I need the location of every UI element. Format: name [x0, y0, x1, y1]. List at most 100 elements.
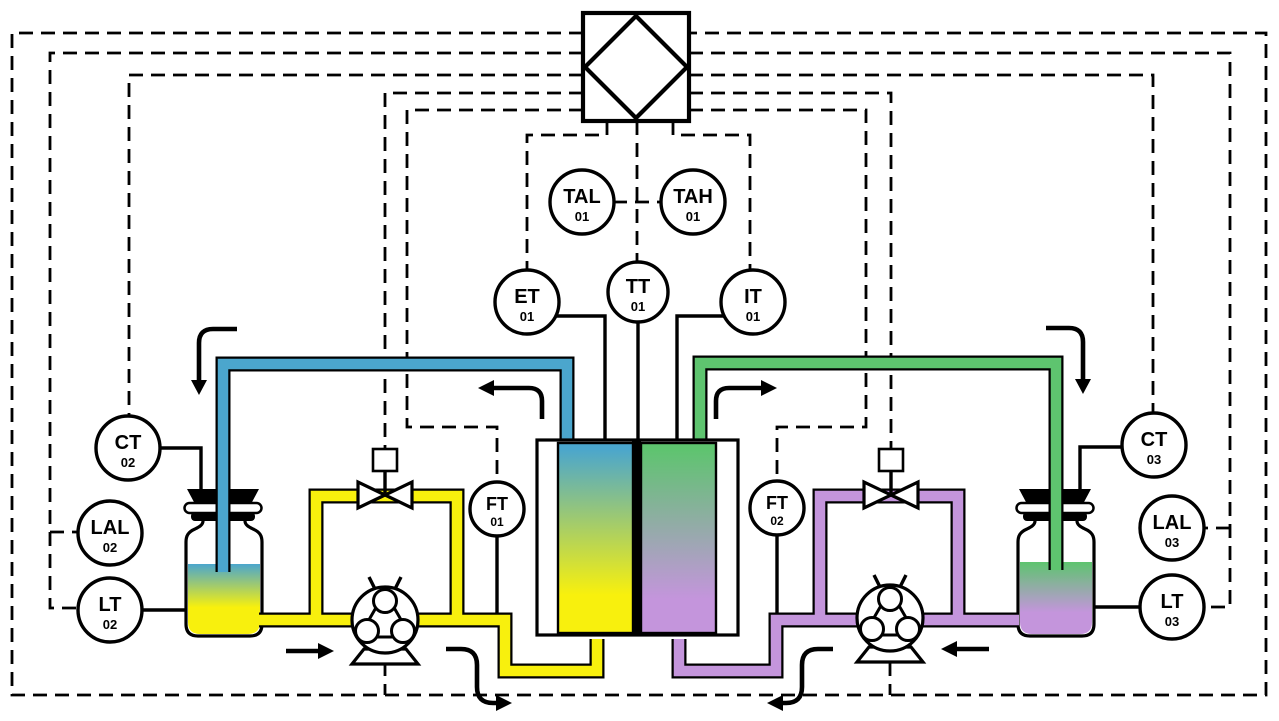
pump-left-rotor	[357, 590, 413, 639]
flow-arrow-bottomright-head	[767, 695, 783, 711]
instrument-num: 03	[1147, 452, 1161, 467]
cell-catholyte-compartment	[639, 441, 718, 635]
valve-left-actuator	[371, 447, 399, 473]
instrument-tag: LAL	[1153, 512, 1192, 534]
plc-controller	[580, 10, 692, 124]
instrument-tal-01: TAL 01	[548, 168, 616, 236]
instrument-ct-02: CT 02	[94, 414, 162, 482]
instrument-circle	[606, 260, 670, 324]
instrument-num: 01	[520, 309, 534, 324]
instrument-circle	[493, 268, 561, 336]
instrument-tag: ET	[514, 286, 540, 308]
pipe-green-return	[694, 357, 1062, 570]
valve-left-body2	[381, 479, 414, 511]
electrochemical-cell	[535, 438, 740, 637]
tank-right-liquid	[1020, 562, 1092, 634]
instrument-num: 01	[631, 299, 645, 314]
instrument-circle	[1138, 573, 1206, 641]
flow-arrow-bottomright	[782, 646, 833, 706]
instrument-tag: FT	[486, 494, 508, 514]
signal-et	[525, 121, 609, 271]
flow-arrow-cell-left	[493, 385, 545, 419]
cell-membrane	[632, 441, 641, 635]
instrument-tag: FT	[766, 493, 788, 513]
line-et-cell	[550, 314, 607, 441]
flow-arrow-pump-right-head	[941, 641, 957, 657]
instrument-ct-03: CT 03	[1120, 411, 1188, 479]
flow-arrow-topleft-head	[191, 380, 207, 395]
signal-it	[671, 121, 752, 271]
instrument-circle	[719, 268, 787, 336]
instrument-et-01: ET 01	[493, 268, 561, 336]
tank-left-liquid	[188, 564, 260, 634]
instrument-lal-03: LAL 03	[1138, 494, 1206, 562]
valve-right	[862, 447, 920, 511]
instrument-circle	[748, 479, 806, 537]
tank-left	[183, 489, 264, 638]
pump-right-roller-top	[877, 586, 903, 612]
instrument-num: 03	[1165, 614, 1179, 629]
signal-ct-right	[689, 73, 1155, 417]
instrument-tag: LT	[1161, 591, 1184, 613]
pump-left-roller-bl	[354, 618, 380, 644]
valve-right-body	[862, 479, 895, 511]
tank-right	[1015, 489, 1096, 638]
instrument-num: 02	[103, 617, 117, 632]
cell-anolyte-compartment	[556, 441, 635, 635]
instrument-circle	[659, 168, 727, 236]
signal-lines	[10, 31, 1268, 697]
instrument-tag: LT	[99, 594, 122, 616]
instrument-num: 01	[746, 309, 760, 324]
flow-arrow-cell-right	[713, 385, 762, 419]
instrument-tah-01: TAH 01	[659, 168, 727, 236]
signal-ft-right	[689, 108, 868, 482]
signal-valve-right	[689, 91, 893, 448]
flow-arrow-topleft	[196, 326, 237, 381]
instrument-circle	[1138, 494, 1206, 562]
instrument-num: 03	[1165, 535, 1179, 550]
instrument-lt-03: LT 03	[1138, 573, 1206, 641]
pump-right-rotor	[862, 588, 918, 637]
signal-perimeter-pump-loop	[10, 31, 1268, 697]
instrument-tag: TAL	[563, 186, 600, 208]
line-it-cell	[675, 314, 756, 441]
flow-arrow-cell-left-head	[478, 380, 494, 396]
signal-ct-left	[127, 73, 583, 418]
valve-left-body	[356, 479, 389, 511]
pump-right-roller-br	[895, 616, 921, 642]
instrument-circle	[76, 576, 144, 644]
pump-left-roller-br	[390, 618, 416, 644]
instrument-num: 02	[121, 455, 135, 470]
pump-right	[853, 574, 927, 664]
instrument-tag: TAH	[673, 186, 713, 208]
flow-arrow-bottomleft-head	[496, 695, 512, 711]
instrument-tag: LAL	[91, 517, 130, 539]
instrument-tt-01: TT 01	[606, 260, 670, 324]
instrument-circle	[468, 480, 526, 538]
instrument-num: 01	[686, 209, 700, 224]
pump-left	[348, 576, 422, 666]
instrument-lt-02: LT 02	[76, 576, 144, 644]
instrument-num: 02	[770, 514, 784, 528]
signal-ft-left	[405, 108, 583, 483]
flow-arrow-bottomleft	[446, 646, 497, 706]
flow-arrows	[191, 325, 1091, 711]
valve-right-actuator	[877, 447, 905, 473]
instrument-it-01: IT 01	[719, 268, 787, 336]
instrument-num: 01	[575, 209, 589, 224]
instrument-circle	[94, 414, 162, 482]
signal-valve-left	[383, 91, 583, 448]
instrument-tag: TT	[626, 276, 650, 298]
pump-right-roller-bl	[859, 616, 885, 642]
instrument-ft-02: FT 02	[748, 479, 806, 537]
instrument-tag: CT	[115, 432, 142, 454]
instrument-lal-02: LAL 02	[76, 499, 144, 567]
plc-diamond-icon	[582, 13, 690, 121]
instrument-num: 02	[103, 540, 117, 555]
pump-left-roller-top	[372, 588, 398, 614]
instrument-circle	[1120, 411, 1188, 479]
signal-level-left	[48, 51, 583, 610]
instrument-tag: CT	[1141, 429, 1168, 451]
flow-arrow-topright	[1046, 325, 1086, 380]
